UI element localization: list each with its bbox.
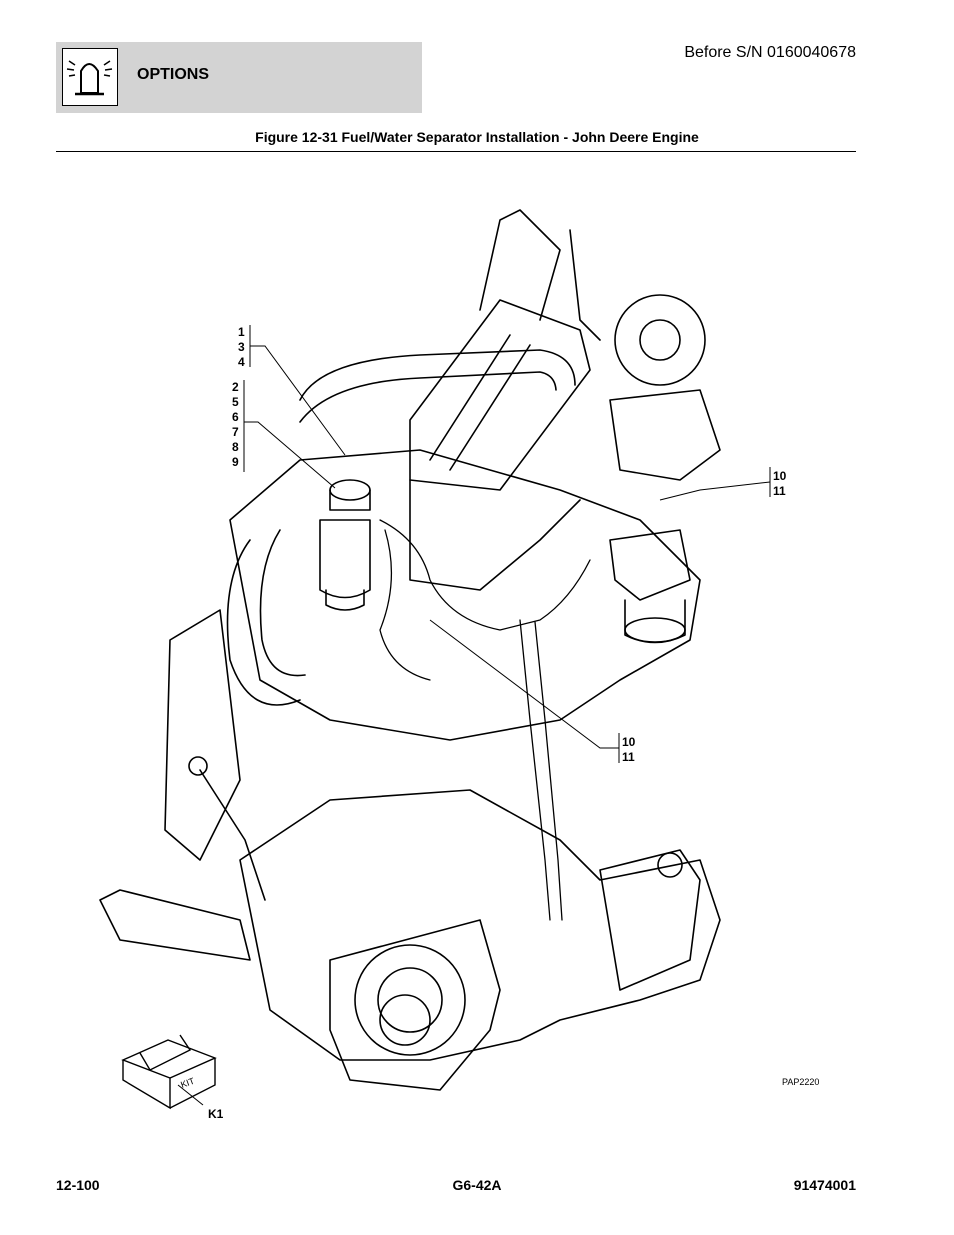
callout-7: 7: [232, 425, 239, 439]
callout-5: 5: [232, 395, 239, 409]
callout-9: 9: [232, 455, 239, 469]
callout-10-lower: 10: [622, 735, 636, 749]
engine-drawing: 1 3 4 2 5 6 7 8 9 10 11 10 11 KIT K1 PAP…: [99, 209, 819, 1121]
beacon-light-icon: [62, 48, 118, 106]
section-title: OPTIONS: [137, 66, 210, 83]
callout-6: 6: [232, 410, 239, 424]
page-number: 12-100: [56, 1177, 100, 1193]
serial-number-note: Before S/N 0160040678: [684, 44, 856, 61]
callout-2: 2: [232, 380, 239, 394]
callout-1: 1: [238, 325, 245, 339]
callout-4: 4: [238, 355, 245, 369]
drawing-id: PAP2220: [782, 1077, 819, 1087]
model-number: G6-42A: [452, 1177, 502, 1193]
kit-label: KIT: [179, 1076, 196, 1090]
callout-11-lower: 11: [622, 750, 635, 764]
document-number: 91474001: [793, 1177, 856, 1193]
callout-k1: K1: [208, 1107, 224, 1121]
callout-8: 8: [232, 440, 239, 454]
callout-10-upper: 10: [773, 469, 787, 483]
callout-3: 3: [238, 340, 245, 354]
callout-11-upper: 11: [773, 484, 786, 498]
title-divider: [56, 151, 856, 152]
figure-title: Figure 12-31 Fuel/Water Separator Instal…: [255, 129, 699, 145]
section-header: OPTIONS: [56, 42, 422, 113]
kit-box-icon: [121, 1034, 217, 1110]
